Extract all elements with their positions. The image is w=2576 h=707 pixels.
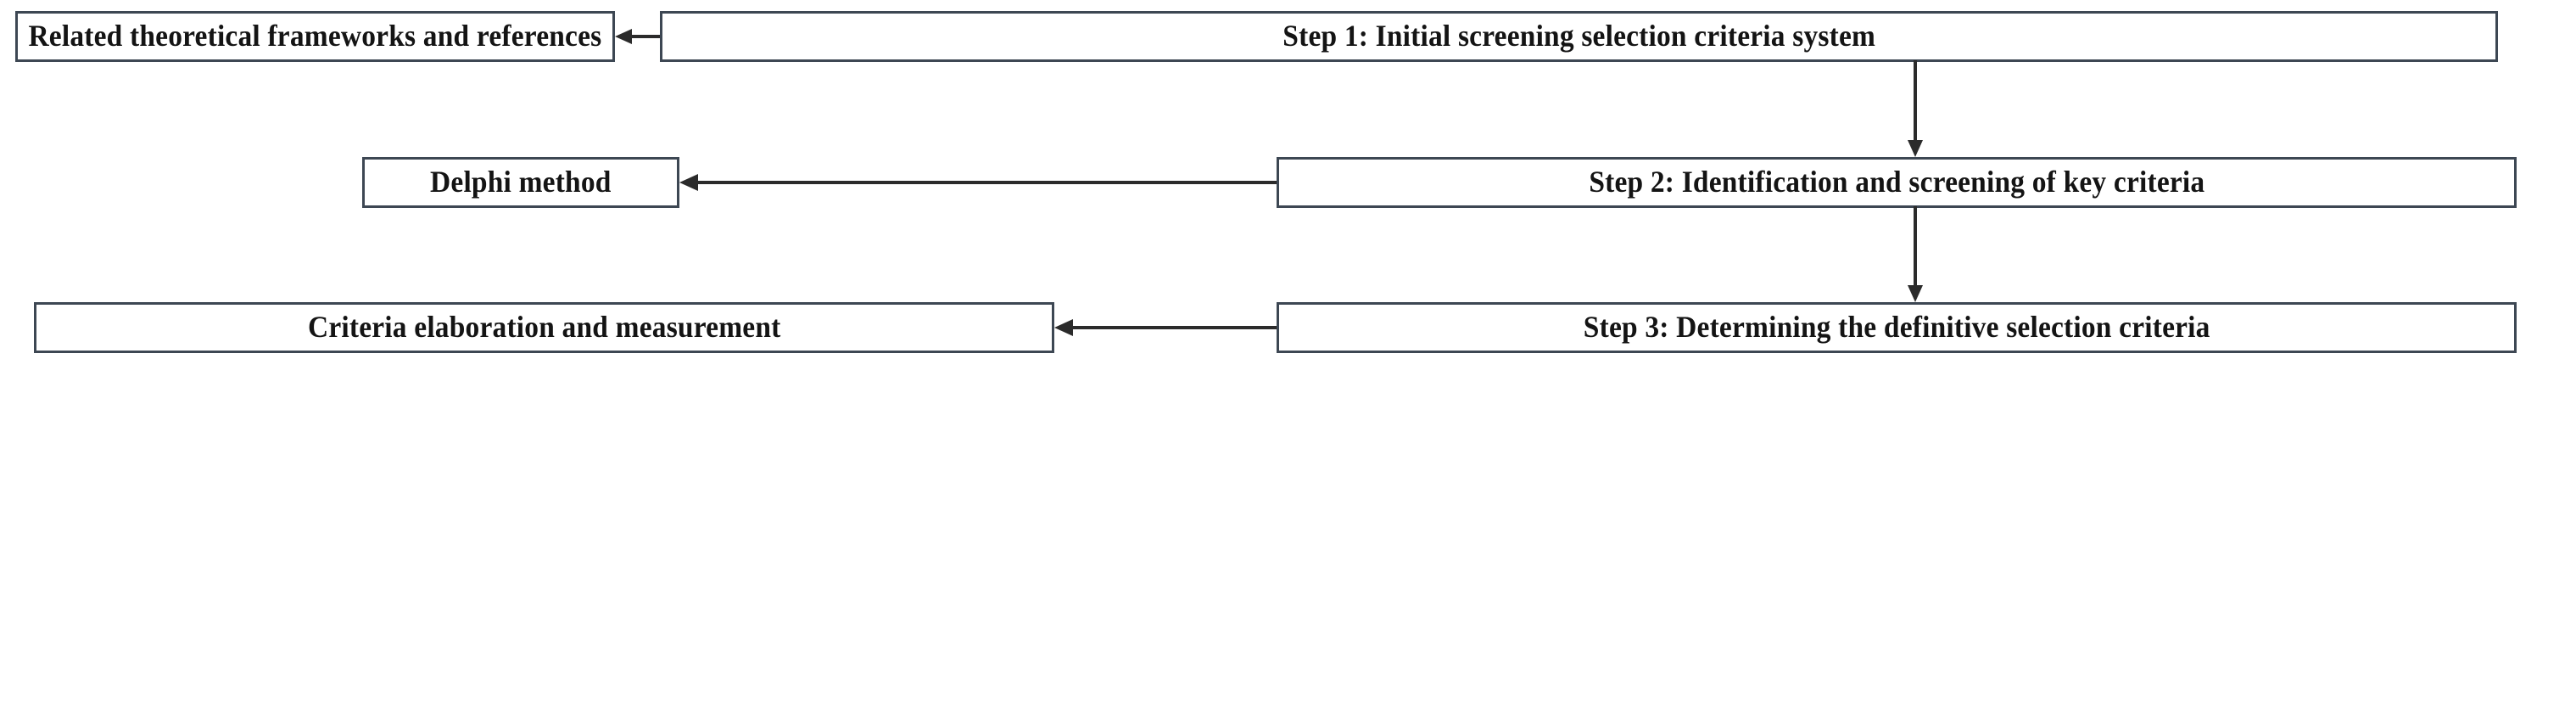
node-label: Step 3: Determining the definitive selec… [1583,310,2210,345]
node-label: Step 1: Initial screening selection crit… [1282,19,1875,53]
arrow-step1-to-step2 [1903,60,1928,159]
node-step-2[interactable]: Step 2: Identification and screening of … [1277,157,2517,208]
node-label: Related theoretical frameworks and refer… [28,19,602,53]
arrow-step2-to-step3 [1903,206,1928,304]
node-label: Delphi method [430,165,612,199]
arrow-step1-to-frameworks [613,24,662,49]
node-delphi-method[interactable]: Delphi method [362,157,679,208]
arrow-step3-to-criteria [1053,315,1278,340]
node-step-1[interactable]: Step 1: Initial screening selection crit… [660,11,2498,62]
node-criteria-elaboration-and-measurement[interactable]: Criteria elaboration and measurement [34,302,1054,353]
node-label: Criteria elaboration and measurement [307,310,781,345]
node-step-3[interactable]: Step 3: Determining the definitive selec… [1277,302,2517,353]
node-label: Step 2: Identification and screening of … [1588,165,2205,199]
arrow-step2-to-delphi [678,170,1278,195]
node-related-theoretical-frameworks[interactable]: Related theoretical frameworks and refer… [15,11,615,62]
